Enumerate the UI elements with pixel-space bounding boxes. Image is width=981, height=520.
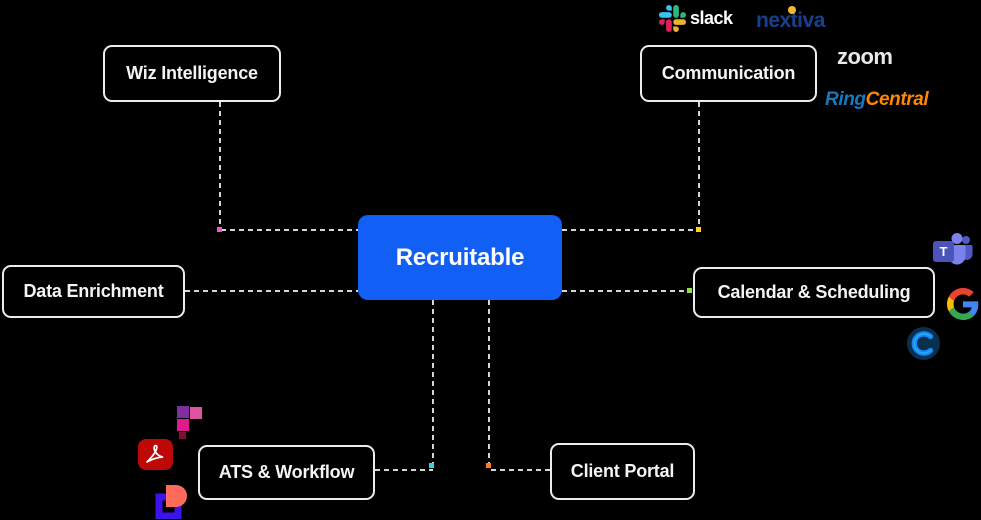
connector-ats-vertical — [432, 300, 434, 465]
connector-wiz-horizontal — [221, 229, 358, 231]
teams-letter: T — [939, 244, 948, 259]
elbow-dot-cyan — [429, 463, 434, 468]
elbow-dot-yellow — [696, 227, 701, 232]
node-calendar-scheduling-label: Calendar & Scheduling — [717, 282, 911, 302]
node-wiz-intelligence-label: Wiz Intelligence — [126, 63, 258, 83]
ringcentral-wordmark: RingCentral — [825, 89, 929, 111]
connector-communication-horizontal — [562, 229, 699, 231]
zoom-wordmark: zoom — [837, 44, 893, 69]
connector-client-horizontal — [491, 469, 550, 471]
slack-wordmark: slack — [690, 8, 733, 28]
nextiva-dot-icon — [788, 6, 796, 14]
node-recruitable-center: Recruitable — [358, 215, 562, 300]
node-client-portal: Client Portal — [550, 443, 695, 500]
nextiva-wordmark: nextiva — [756, 9, 825, 32]
ringcentral-central-text: Central — [865, 89, 929, 110]
microsoft-teams-icon — [933, 233, 973, 265]
elbow-dot-pink — [217, 227, 222, 232]
connector-ats-horizontal — [375, 469, 433, 471]
slack-logo-icon — [659, 5, 686, 32]
elbow-dot-orange — [486, 463, 491, 468]
node-data-enrichment: Data Enrichment — [2, 265, 185, 318]
connector-client-vertical — [488, 300, 490, 465]
connector-calendar — [562, 290, 691, 292]
node-client-portal-label: Client Portal — [570, 461, 675, 481]
elbow-dot-green — [687, 288, 692, 293]
google-g-icon — [947, 288, 979, 320]
node-communication: Communication — [640, 45, 817, 102]
connector-data-enrichment — [185, 290, 358, 292]
node-data-enrichment-label: Data Enrichment — [23, 281, 164, 301]
node-ats-workflow: ATS & Workflow — [198, 445, 375, 500]
connector-wiz-vertical — [219, 102, 221, 230]
node-calendar-scheduling: Calendar & Scheduling — [693, 267, 935, 318]
adobe-acrobat-icon — [138, 439, 173, 470]
connector-communication-vertical — [698, 102, 700, 230]
node-communication-label: Communication — [661, 63, 796, 83]
coral-d-blue-square-logo-icon — [155, 485, 187, 519]
calendly-icon — [907, 327, 940, 360]
node-recruitable-label: Recruitable — [395, 243, 525, 271]
pink-blocks-logo-icon — [177, 406, 202, 439]
node-wiz-intelligence: Wiz Intelligence — [103, 45, 281, 102]
node-ats-workflow-label: ATS & Workflow — [218, 462, 355, 482]
ringcentral-ring-text: Ring — [825, 89, 866, 110]
